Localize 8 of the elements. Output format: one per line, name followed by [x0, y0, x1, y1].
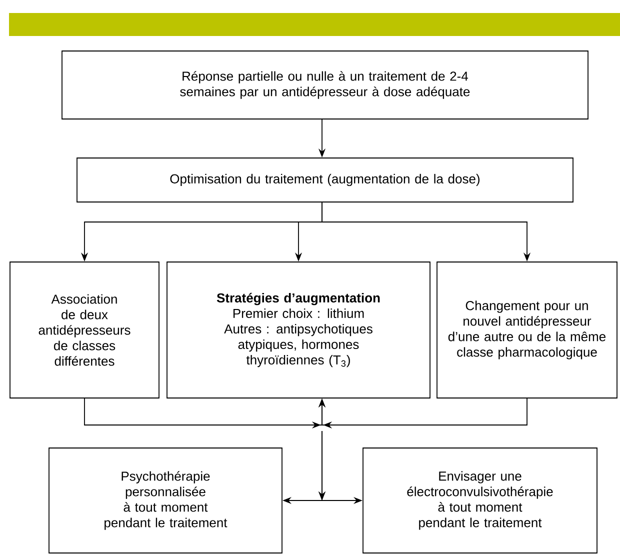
- process-box: Psychothérapie personnalisée à tout moment pendant le traitement: [48, 448, 282, 554]
- process-box: Stratégies d’augmentation Premier choix : lithium Autres : antipsychotiques atypiques, hormones thyroïdiennes (T$_{3}$): [166, 262, 430, 398]
- process-box: Envisager une électroconvulsivothérapie à tout moment pendant le traitement: [362, 448, 598, 554]
- process-box: Réponse partielle ou nulle à un traitement de 2-4 semaines par un antidépresseur à dose adéquate: [62, 50, 588, 120]
- process-box: Changement pour un nouvel antidépresseur d’une autre ou de la même classe pharmacologique: [436, 262, 618, 398]
- arrow: [318, 398, 528, 429]
- process-box: Association de deux antidépresseurs de classes différentes: [10, 262, 160, 398]
- process-box: Optimisation du traitement (augmentation de la dose): [76, 158, 574, 202]
